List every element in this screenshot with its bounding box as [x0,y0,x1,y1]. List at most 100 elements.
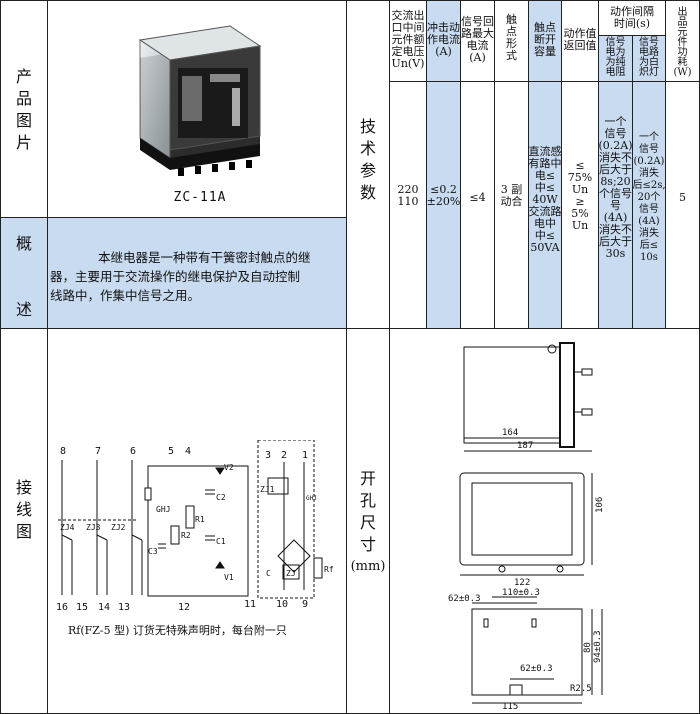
value-return-value: ≤75%Un≥5%Un [567,159,593,232]
overview-line: 器，主要用于交流操作的继电保护及自动控制 [50,269,301,284]
product-label-char: 图 [15,111,32,130]
value-power: 5 [679,191,686,204]
dim-label: 115 [502,702,518,711]
val-max-signal-current-cell [460,81,495,329]
cutout-label-char: 开 [359,469,376,488]
cutout-drawing: 164 187 106 122 110±0.3 62±0.3 80 94±0.3… [448,342,605,711]
component-label: C [266,569,271,578]
val-power-cell [665,81,700,329]
overview-text: 本继电器是一种带有干簧密封触点的继 器，主要用于交流操作的继电保护及自动控制 线… [50,248,345,305]
terminal-label: 9 [302,599,308,610]
tech-label-char: 技 [359,117,376,136]
col-breaking-capacity [528,0,562,82]
terminal-label: 2 [281,450,287,461]
overview-line: 线路中，作集中信号之用。 [50,288,201,303]
cutout-label-char: 寸 [359,535,376,554]
terminal-label: 1 [302,450,308,461]
component-label: R1 [195,515,205,524]
dim-label: 94±0.3 [593,630,603,663]
product-label-char: 产 [15,67,32,86]
header-power: 出品元件功耗(W) [673,7,692,78]
overview-label: 概 述 [0,225,48,325]
component-label: V2 [224,463,234,472]
overview-line: 本继电器是一种带有干簧密封触点的继 [98,250,311,265]
header-max-signal-current: 信号回路最大电流(A) [461,15,494,64]
tech-label: 技 术 参 数 [346,112,390,208]
component-label: ZJ2 [111,523,126,532]
component-label: C3 [148,547,158,556]
wiring-label-char: 线 [15,500,32,519]
header-breaking-capacity: 触点断开容量 [534,21,556,58]
tech-label-char: 术 [359,139,376,158]
tech-label-char: 参 [359,161,376,180]
wiring-label-char: 接 [15,478,32,497]
component-label: GHJ [156,505,170,514]
cutout-label: 开 孔 尺 寸 (mm) [346,468,390,578]
dim-label: R2.5 [570,684,592,694]
component-label: Rf [324,565,334,574]
component-label: ZJ3 [86,523,101,532]
overview-label-char: 述 [15,300,32,319]
dim-label: 62±0.3 [520,664,553,674]
component-label: ZJ4 [60,523,75,532]
terminal-label: 16 [56,602,68,613]
component-label: C2 [216,493,226,502]
terminal-label: 11 [244,599,256,610]
value-max-signal-current: ≤4 [469,191,486,204]
component-label: ZJ1 [260,485,275,494]
terminal-label: 12 [178,602,190,613]
dim-label: 164 [502,428,518,438]
terminal-label: 10 [276,599,288,610]
terminal-label: 6 [130,446,136,457]
header-action-time-pure: 信号电为为纯电阻 [605,37,626,78]
wiring-label-char: 图 [15,522,32,541]
value-action-time-lamp: 一个信号(0.2A)消失后≤2s,20个信号(4A)消失后≤10s [632,132,666,263]
component-label: V1 [224,573,234,582]
value-contact-form: 3 副动合 [500,183,523,208]
terminal-label: 8 [60,446,66,457]
product-label: 产 品 图 片 [0,40,48,180]
terminal-label: 4 [185,446,191,457]
product-label-char: 品 [15,89,32,108]
component-label: R2 [181,531,191,540]
component-label: GHJ [306,495,317,502]
component-label: C1 [216,537,226,546]
terminal-label: 5 [168,446,174,457]
val-breaking-capacity-cell [528,81,562,329]
relay-product-image [138,25,262,176]
dim-label: 106 [595,497,605,513]
cutout-label-char: 孔 [359,491,376,510]
cutout-unit: (mm) [350,559,386,574]
terminal-label: 7 [95,446,101,457]
product-label-char: 片 [15,133,32,152]
dim-label: 62±0.3 [448,594,481,604]
dim-label: 122 [514,578,530,588]
wiring-note: Rf(FZ-5 型) 订货无特殊声明时，每台附一只 [68,624,287,637]
tech-label-char: 数 [359,183,376,202]
header-action-time: 动作间隔时间(s) [610,5,654,30]
overview-label-char: 概 [15,234,32,253]
terminal-label: 15 [76,602,88,613]
col-action-time-pure [598,35,633,82]
cutout-label-char: 尺 [359,513,376,532]
terminal-label: 3 [265,450,271,461]
header-return-value: 动作值返回值 [563,27,597,52]
dim-label: 80 [583,642,593,653]
val-action-time-lamp-cell [632,81,666,329]
terminal-label: 14 [98,602,110,613]
terminal-label: 13 [118,602,130,613]
header-action-time-lamp: 信号电路为白炽灯 [639,37,659,78]
val-action-time-pure-cell [598,81,633,329]
header-contact-form: 触点形式 [506,13,517,62]
product-model: ZC-11A [173,190,227,205]
value-impulse-current: ≤0.2±20% [426,183,461,208]
dim-label: 110±0.3 [502,588,540,598]
wiring-label: 接 线 图 [0,470,48,550]
dim-label: 187 [517,441,533,451]
component-label: ZJ [286,569,296,578]
header-impulse-current: 冲击动作电流(A) [427,21,460,58]
